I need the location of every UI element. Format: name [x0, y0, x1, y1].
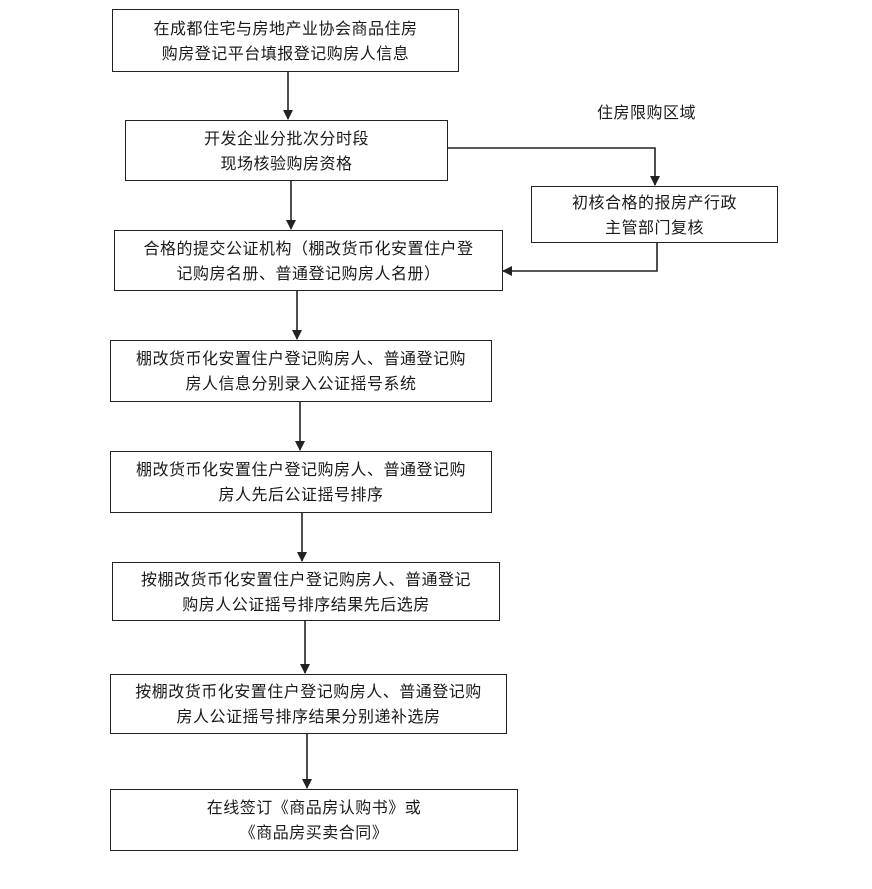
- review-line-1: 初核合格的报房产行政: [571, 192, 737, 212]
- step-5-line-2: 房人先后公证摇号排序: [218, 485, 384, 504]
- review-line-2: 主管部门复核: [604, 217, 704, 237]
- arrow-step2-to-review: [448, 147, 660, 186]
- step-1-register-info: 在成都住宅与房地产业协会商品住房 购房登记平台填报登记购房人信息: [112, 9, 459, 72]
- step-2-line-2: 现场核验购房资格: [220, 153, 353, 173]
- step-5-line-1: 棚改货币化安置住户登记购房人、普通登记购: [135, 460, 466, 479]
- step-7-line-2: 房人公证摇号排序结果分别递补选房: [176, 707, 441, 726]
- step-2-onsite-verification: 开发企业分批次分时段 现场核验购房资格: [125, 120, 448, 181]
- arrow-review-to-step3: [502, 243, 658, 276]
- step-8-sign-contract: 在线签订《商品房认购书》或 《商品房买卖合同》: [110, 789, 518, 851]
- step-3-submit-notary: 合格的提交公证机构（棚改货币化安置住户登 记购房名册、普通登记购房人名册）: [114, 230, 503, 291]
- step-7-line-1: 按棚改货币化安置住户登记购房人、普通登记购: [135, 682, 482, 701]
- step-3-line-2: 记购房名册、普通登记购房人名册）: [176, 263, 441, 283]
- step-4-enter-lottery-system: 棚改货币化安置住户登记购房人、普通登记购 房人信息分别录入公证摇号系统: [110, 340, 492, 402]
- step-6-line-1: 按棚改货币化安置住户登记购房人、普通登记: [140, 569, 471, 589]
- step-7-supplementary-selection: 按棚改货币化安置住户登记购房人、普通登记购 房人公证摇号排序结果分别递补选房: [110, 674, 507, 734]
- step-6-select-housing: 按棚改货币化安置住户登记购房人、普通登记 购房人公证摇号排序结果先后选房: [112, 562, 500, 621]
- step-4-line-1: 棚改货币化安置住户登记购房人、普通登记购: [135, 349, 466, 368]
- authority-review-box: 初核合格的报房产行政 主管部门复核: [531, 186, 778, 243]
- step-4-line-2: 房人信息分别录入公证摇号系统: [185, 374, 417, 393]
- step-8-line-1: 在线签订《商品房认购书》或: [206, 798, 422, 817]
- step-1-line-2: 购房登记平台填报登记购房人信息: [161, 43, 410, 63]
- step-2-line-1: 开发企业分批次分时段: [203, 128, 369, 148]
- step-6-line-2: 购房人公证摇号排序结果先后选房: [182, 594, 430, 614]
- restricted-area-label: 住房限购区域: [597, 103, 697, 122]
- step-8-line-2: 《商品房买卖合同》: [239, 823, 389, 842]
- step-1-line-1: 在成都住宅与房地产业协会商品住房: [153, 18, 418, 38]
- step-3-line-1: 合格的提交公证机构（棚改货币化安置住户登: [143, 238, 474, 258]
- step-5-lottery-ranking: 棚改货币化安置住户登记购房人、普通登记购 房人先后公证摇号排序: [110, 451, 492, 513]
